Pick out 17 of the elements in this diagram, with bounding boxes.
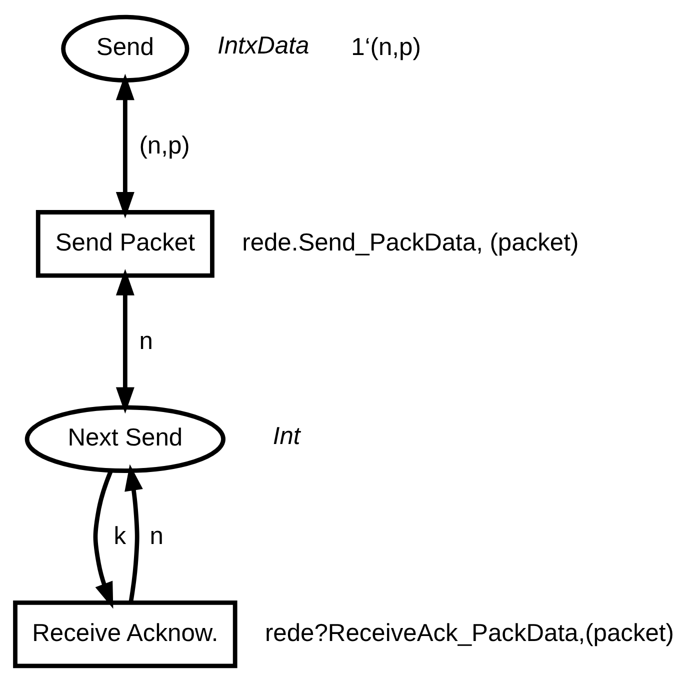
arrow <box>124 464 143 602</box>
node-label: rede.Send_PackData, (packet) <box>242 228 579 256</box>
node-label: IntxData <box>218 32 310 59</box>
edge-label: n <box>139 327 153 354</box>
node-box: Send Packet <box>36 210 214 278</box>
edge-label: (n,p) <box>139 132 190 160</box>
node-label: Int <box>272 422 300 450</box>
node-ellipse: Send <box>61 14 190 82</box>
arrow <box>116 73 134 218</box>
node-box: Receive Acknow. <box>13 600 238 668</box>
arrow <box>93 470 114 608</box>
edge-label: k <box>114 522 126 550</box>
edge-label: n <box>150 522 164 550</box>
arrow <box>116 268 134 414</box>
node-label: 1‘(n,p) <box>351 34 421 61</box>
node-ellipse: Next Send <box>24 404 226 472</box>
node-label: rede?ReceiveAck_PackData,(packet) <box>264 619 674 646</box>
